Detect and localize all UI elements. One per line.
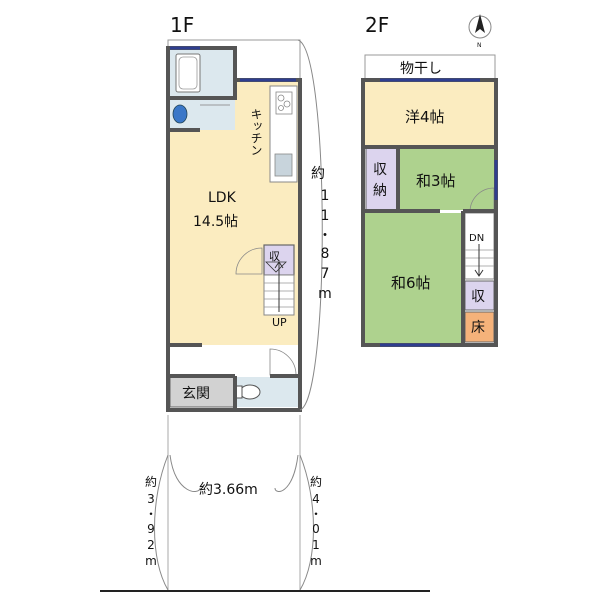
right-dim-char: 約: [310, 474, 322, 489]
right-dim-char: ・: [310, 507, 322, 521]
storage-mark-icon: [265, 261, 287, 273]
storage-1f-label: 収: [269, 250, 280, 263]
bathtub-icon: [175, 53, 201, 93]
first-floor: LDK 14.5帖 キッチン 収 UP 玄関: [166, 39, 302, 412]
depth-dimension-line: [297, 39, 323, 411]
washbasin-icon: [172, 104, 188, 124]
japanese-room-6-label: 和6帖: [391, 274, 431, 292]
left-dim-char: ・: [145, 507, 157, 521]
door-swing: [235, 247, 263, 275]
stove-icon: [275, 91, 293, 115]
toilet-door-swing: [269, 348, 297, 376]
depth-char: ・: [318, 228, 332, 244]
stairs-up: [263, 261, 295, 316]
closet-label-bottom: 納: [373, 183, 387, 199]
storage-2f: [464, 280, 495, 311]
depth-char: 1: [321, 188, 330, 204]
entrance: [169, 376, 236, 408]
stairs-up-label: UP: [272, 316, 287, 329]
left-dim-char: m: [145, 554, 157, 568]
ldk-size: 14.5帖: [193, 214, 238, 230]
entrance-label: 玄関: [182, 385, 210, 402]
depth-char: 8: [321, 246, 330, 262]
left-dim-char: 約: [145, 474, 157, 489]
kitchen-sink-icon: [274, 153, 293, 177]
right-dim-char: 4: [312, 492, 320, 506]
drying-area-label: 物干し: [400, 61, 442, 77]
floor-label-2f: 2F: [365, 13, 389, 37]
first-floor-walls: [166, 46, 302, 412]
left-dim-char: 2: [147, 538, 155, 552]
stairs-down: [464, 212, 495, 280]
kitchen-label: キッチン: [249, 108, 263, 156]
right-dim-char: 1: [312, 538, 320, 552]
left-dim-char: 3: [147, 492, 155, 506]
second-floor: 物干し 洋4帖 和3帖 和6帖 収 納 収 床 DN: [361, 54, 498, 347]
depth-char: 7: [321, 266, 330, 282]
drying-area: [364, 54, 496, 81]
japanese-room-6: [365, 213, 463, 343]
japanese-room-3-label: 和3帖: [416, 172, 456, 190]
floor-label-1f: 1F: [170, 13, 194, 37]
north-label: N: [477, 42, 482, 49]
closet-label-top: 収: [373, 162, 387, 178]
stairs-down-label: DN: [469, 233, 484, 244]
alcove: [464, 311, 495, 343]
closet: [365, 147, 398, 211]
second-floor-windows: [380, 78, 498, 347]
left-dim-char: 9: [147, 522, 155, 536]
right-dim-char: m: [310, 554, 322, 568]
western-room: [365, 82, 495, 145]
depth-char: m: [318, 286, 332, 302]
hall: [170, 345, 235, 375]
north-compass-icon: N: [468, 14, 492, 49]
toilet-icon: [235, 384, 261, 400]
alcove-label: 床: [471, 320, 485, 336]
ldk-label: LDK: [208, 190, 237, 206]
width-dimension: 約3.66m: [199, 482, 258, 498]
western-room-label: 洋4帖: [405, 108, 445, 126]
japanese-room-3: [399, 148, 494, 210]
storage-2f-label: 収: [471, 289, 485, 305]
frontage-dimensions: 約3.66m 約 3 ・ 9 2 m 約 4 ・ 0 1 m: [100, 415, 430, 592]
depth-char: 1: [321, 208, 330, 224]
depth-char: 約: [311, 166, 325, 182]
right-dim-char: 0: [312, 522, 320, 536]
first-floor-windows: [170, 46, 296, 82]
depth-dimension: 約 1 1 ・ 8 7 m: [311, 166, 332, 302]
